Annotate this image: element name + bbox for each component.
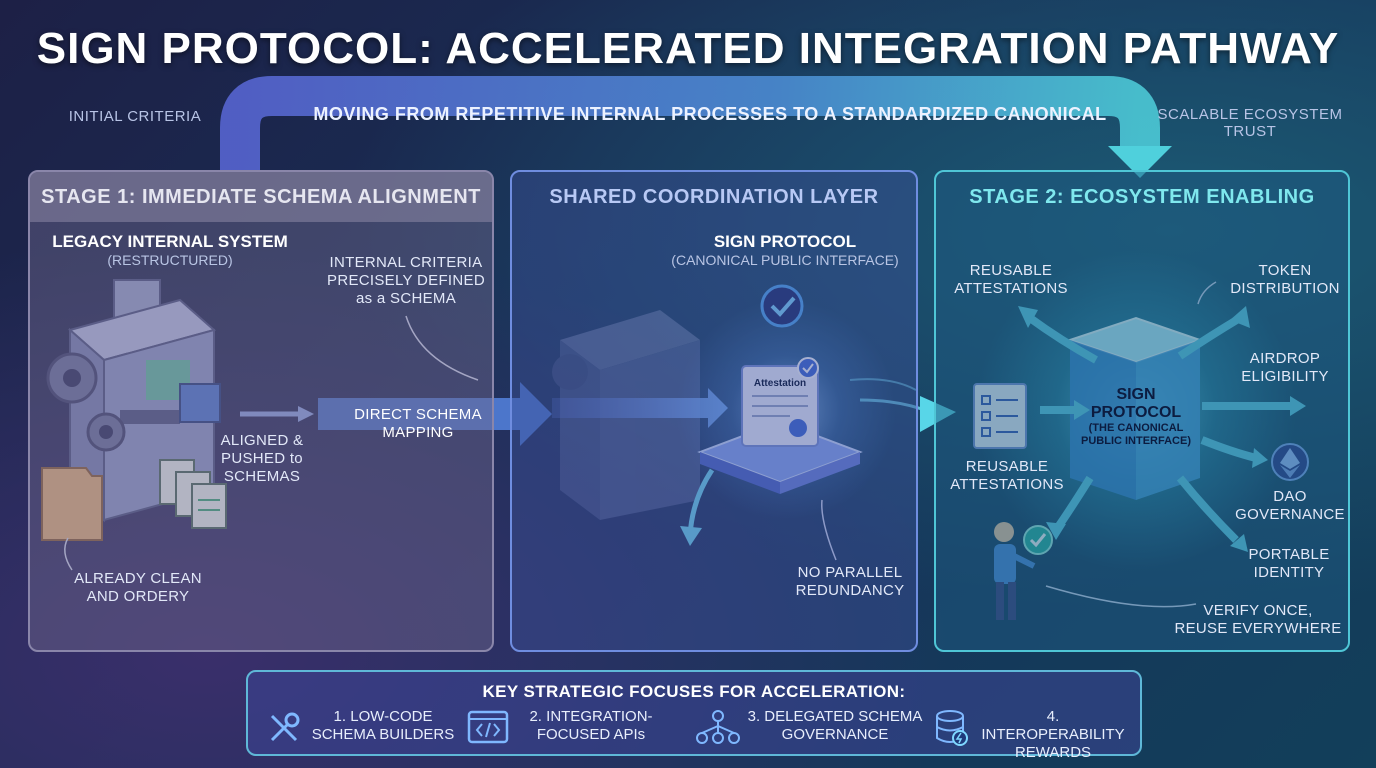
airdrop-line2: ELIGIBILITY <box>1230 368 1340 386</box>
code-window-icon <box>466 708 510 748</box>
portable-identity-label: PORTABLE IDENTITY <box>1234 546 1344 582</box>
focus-line1: 1. LOW-CODE <box>308 708 458 726</box>
focus-line1: 2. INTEGRATION- <box>516 708 666 726</box>
focus-line2: FOCUSED APIs <box>516 726 666 744</box>
scalable-trust-line1: SCALABLE ECOSYSTEM <box>1150 106 1350 123</box>
legacy-system-title: LEGACY INTERNAL SYSTEM <box>40 232 300 252</box>
focus-line1: 4. INTEROPERABILITY <box>974 708 1132 744</box>
dao-line1: DAO <box>1232 488 1348 506</box>
focus-text: 4. INTEROPERABILITY REWARDS <box>974 708 1132 762</box>
airdrop-eligibility-label: AIRDROP ELIGIBILITY <box>1230 350 1340 386</box>
identity-line1: PORTABLE <box>1234 546 1344 564</box>
focus-line2: SCHEMA BUILDERS <box>308 726 458 744</box>
internal-criteria-note: INTERNAL CRITERIA PRECISELY DEFINED as a… <box>318 254 494 308</box>
no-redundancy-note: NO PARALLEL REDUNDANCY <box>780 564 920 600</box>
focus-text: 2. INTEGRATION- FOCUSED APIs <box>516 708 666 744</box>
focus-line2: GOVERNANCE <box>746 726 924 744</box>
legacy-system-subtitle: (RESTRUCTURED) <box>40 252 300 268</box>
focus-text: 1. LOW-CODE SCHEMA BUILDERS <box>308 708 458 744</box>
aligned-line1: ALIGNED & <box>214 432 310 450</box>
verify-once-label: VERIFY ONCE, REUSE EVERYWHERE <box>1170 602 1346 638</box>
scalable-trust-line2: TRUST <box>1150 123 1350 140</box>
focus-item-low-code: 1. LOW-CODE SCHEMA BUILDERS <box>264 706 464 750</box>
stage2-heading: STAGE 2: ECOSYSTEM ENABLING <box>936 172 1348 222</box>
reusable-bottom-line1: REUSABLE <box>942 458 1072 476</box>
focus-line2: REWARDS <box>974 744 1132 762</box>
focus-item-governance: 3. DELEGATED SCHEMA GOVERNANCE <box>694 706 926 750</box>
attestation-label: Attestation <box>742 378 818 389</box>
stage1-heading: STAGE 1: IMMEDIATE SCHEMA ALIGNMENT <box>30 172 492 222</box>
focus-item-apis: 2. INTEGRATION- FOCUSED APIs <box>466 706 676 750</box>
focus-item-rewards: 4. INTEROPERABILITY REWARDS <box>934 706 1134 750</box>
initial-criteria-label: INITIAL CRITERIA <box>60 108 210 125</box>
dao-governance-label: DAO GOVERNANCE <box>1232 488 1348 524</box>
strategic-focuses-box: KEY STRATEGIC FOCUSES FOR ACCELERATION: … <box>246 670 1142 756</box>
tools-icon <box>264 708 304 748</box>
scalable-trust-label: SCALABLE ECOSYSTEM TRUST <box>1150 106 1350 140</box>
verify-line1: VERIFY ONCE, <box>1170 602 1346 620</box>
verify-line2: REUSE EVERYWHERE <box>1170 620 1346 638</box>
already-clean-note: ALREADY CLEAN AND ORDERY <box>60 570 216 606</box>
hub-line2: PROTOCOL <box>1076 404 1196 422</box>
token-line2: DISTRIBUTION <box>1220 280 1350 298</box>
airdrop-line1: AIRDROP <box>1230 350 1340 368</box>
arc-flow-text: MOVING FROM REPETITIVE INTERNAL PROCESSE… <box>300 104 1120 125</box>
aligned-line3: SCHEMAS <box>214 468 310 486</box>
coordination-heading: SHARED COORDINATION LAYER <box>512 172 916 222</box>
token-distribution-label: TOKEN DISTRIBUTION <box>1220 262 1350 298</box>
criteria-line2: PRECISELY DEFINED <box>318 272 494 290</box>
clean-line2: AND ORDERY <box>60 588 216 606</box>
criteria-line1: INTERNAL CRITERIA <box>318 254 494 272</box>
clean-line1: ALREADY CLEAN <box>60 570 216 588</box>
aligned-pushed-note: ALIGNED & PUSHED to SCHEMAS <box>214 432 310 486</box>
reusable-attestations-bottom: REUSABLE ATTESTATIONS <box>942 458 1072 494</box>
identity-line2: IDENTITY <box>1234 564 1344 582</box>
sign-protocol-title: SIGN PROTOCOL <box>660 232 910 252</box>
strategic-focuses-title: KEY STRATEGIC FOCUSES FOR ACCELERATION: <box>248 682 1140 702</box>
dao-line2: GOVERNANCE <box>1232 506 1348 524</box>
page-title: SIGN PROTOCOL: ACCELERATED INTEGRATION P… <box>0 24 1376 74</box>
reusable-attestations-top: REUSABLE ATTESTATIONS <box>946 262 1076 298</box>
database-bolt-icon <box>934 708 970 748</box>
reusable-bottom-line2: ATTESTATIONS <box>942 476 1072 494</box>
reusable-top-line2: ATTESTATIONS <box>946 280 1076 298</box>
reusable-top-line1: REUSABLE <box>946 262 1076 280</box>
aligned-line2: PUSHED to <box>214 450 310 468</box>
hub-line3: (THE CANONICAL <box>1076 422 1196 435</box>
hub-label: SIGN PROTOCOL (THE CANONICAL PUBLIC INTE… <box>1076 386 1196 448</box>
token-line1: TOKEN <box>1220 262 1350 280</box>
direct-schema-mapping-label: DIRECT SCHEMA MAPPING <box>318 406 518 442</box>
hub-line4: PUBLIC INTERFACE) <box>1076 435 1196 448</box>
redundancy-line1: NO PARALLEL <box>780 564 920 582</box>
focus-text: 3. DELEGATED SCHEMA GOVERNANCE <box>746 708 924 744</box>
criteria-line3: as a SCHEMA <box>318 290 494 308</box>
redundancy-line2: REDUNDANCY <box>780 582 920 600</box>
hub-line1: SIGN <box>1076 386 1196 404</box>
sign-protocol-subtitle: (CANONICAL PUBLIC INTERFACE) <box>660 252 910 268</box>
focus-line1: 3. DELEGATED SCHEMA <box>746 708 924 726</box>
team-network-icon <box>694 708 742 748</box>
